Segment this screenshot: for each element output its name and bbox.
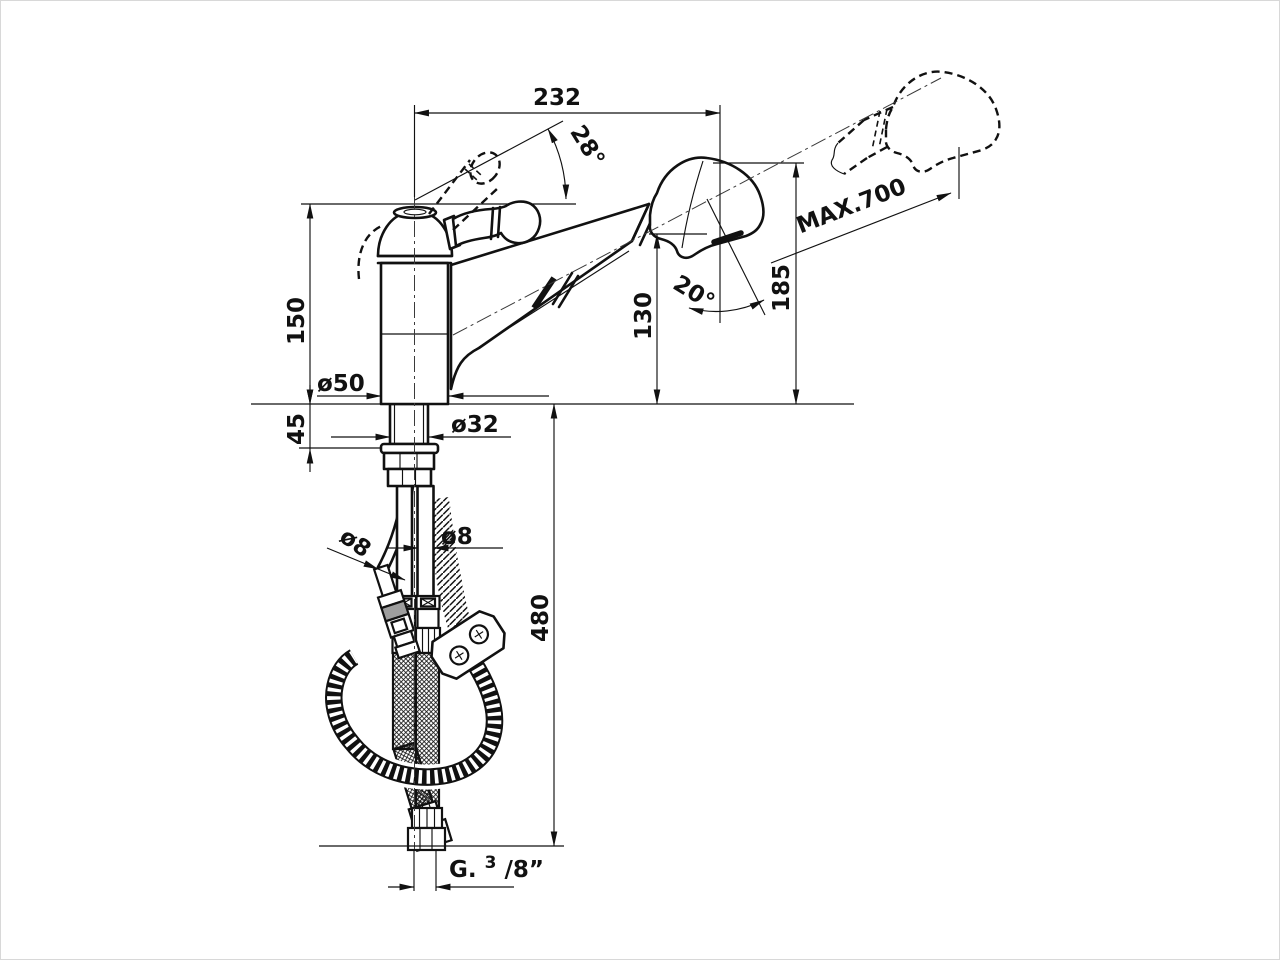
dim-label-pullout-max: MAX.700 (793, 174, 910, 240)
mounting-washer (379, 442, 440, 455)
hose-end-right (406, 806, 447, 852)
dim-label-hose-drop: 480 (528, 594, 554, 642)
spray-hose-hatched-section (428, 497, 475, 643)
hose-weight (430, 609, 506, 681)
spray-head-extended-dashed (830, 70, 1001, 175)
dim-lever-angle: 28° (547, 121, 609, 200)
dim-body-diameter: ø50 (317, 371, 549, 400)
spout-centerline (452, 77, 942, 336)
thread-prefix: G. (449, 857, 477, 883)
centerlines (414, 77, 942, 849)
braided-hose-left (391, 651, 417, 751)
lever-handle (442, 200, 542, 251)
dim-head-height: 185 (713, 162, 804, 405)
spray-hose-tube (416, 484, 435, 600)
dim-thread: G. 3 /8” (388, 848, 544, 891)
spray-outlet (711, 230, 744, 245)
dim-label-hose-diameter-b: ø8 (441, 524, 473, 550)
dim-body-height: 150 (284, 203, 314, 405)
dim-shank-diameter: ø32 (331, 412, 511, 441)
lever-handle-raised-dashed (357, 151, 501, 280)
mounting-shank (379, 402, 440, 488)
mounting-nut (382, 451, 436, 471)
thread-rest: /8” (505, 857, 545, 883)
braided-hoses (391, 651, 453, 853)
spout-ring (630, 202, 651, 243)
dim-hose-diameter-b: ø8 (386, 524, 503, 552)
dim-outlet-height: 130 (631, 233, 707, 405)
dim-pullout-max: MAX.700 (770, 147, 960, 264)
dim-label-spout-reach: 232 (533, 85, 581, 111)
dim-label-shank-diameter: ø32 (451, 412, 499, 438)
quick-connector (372, 563, 422, 660)
spout (449, 202, 659, 391)
dim-label-outlet-height: 130 (631, 292, 657, 340)
dim-label-hose-diameter-a: ø8 (335, 523, 376, 563)
dim-label-body-height: 150 (284, 297, 310, 345)
supply-tube-left (395, 484, 414, 600)
fitting-right (414, 594, 442, 655)
dim-label-head-height: 185 (769, 264, 795, 312)
spray-head (648, 156, 765, 260)
thread-sup: 3 (485, 853, 497, 873)
dim-label-thread: G. 3 /8” (449, 848, 544, 883)
dim-hose-drop: 480 (319, 403, 564, 847)
dim-label-lever-angle: 28° (564, 121, 609, 172)
dim-label-body-diameter: ø50 (317, 371, 365, 397)
dim-deck-clamp: 45 (284, 385, 314, 472)
dim-spout-reach: 232 (413, 85, 721, 323)
spray-hose-loop (321, 646, 508, 790)
dim-label-deck-clamp: 45 (284, 413, 310, 445)
